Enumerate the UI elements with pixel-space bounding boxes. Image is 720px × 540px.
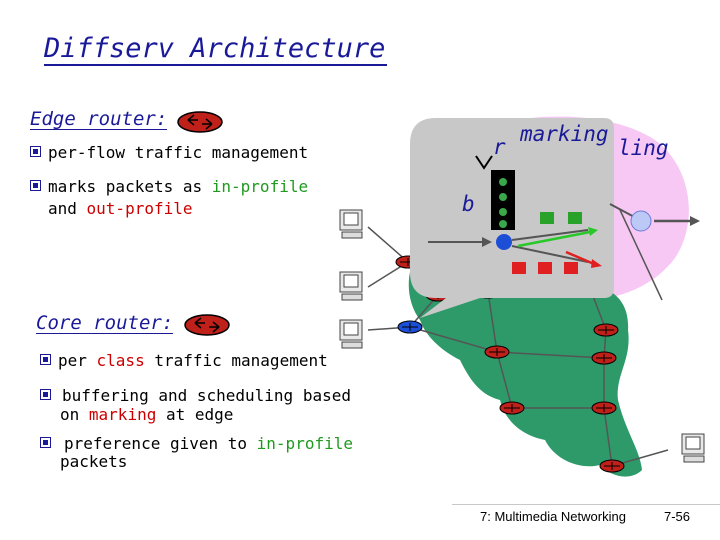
in-profile-packet bbox=[568, 212, 582, 224]
in-profile-text: in-profile bbox=[211, 177, 309, 196]
router-icon[interactable] bbox=[591, 351, 617, 365]
meter-node bbox=[496, 234, 512, 250]
footer-slide-number: 7-56 bbox=[664, 509, 691, 524]
bullet-box-icon bbox=[40, 389, 51, 400]
classifier-node bbox=[630, 210, 652, 232]
out-profile-packet bbox=[538, 262, 552, 274]
edge-bullet-2-prefix: marks packets as bbox=[48, 177, 212, 196]
core-bullet-2-line2-prefix: on bbox=[60, 405, 89, 424]
core-bullet-2-line1: buffering and scheduling based bbox=[62, 386, 351, 405]
router-icon bbox=[184, 314, 230, 336]
footer-divider bbox=[452, 504, 720, 505]
router-icon[interactable] bbox=[593, 323, 619, 337]
in-profile-packet bbox=[540, 212, 554, 224]
bullet-box-icon bbox=[40, 354, 51, 365]
host-computer-icon[interactable] bbox=[339, 319, 363, 349]
token-bucket-icon bbox=[475, 155, 515, 230]
host-computer-icon[interactable] bbox=[681, 433, 705, 463]
edge-bullet-2-line2-prefix: and bbox=[48, 199, 87, 218]
bullet-box-icon bbox=[30, 146, 41, 157]
core-bullet-2: buffering and scheduling based on markin… bbox=[40, 386, 370, 426]
marking-text: marking bbox=[88, 405, 157, 424]
out-profile-text: out-profile bbox=[86, 199, 193, 218]
edge-bullet-1-text: per-flow traffic management bbox=[48, 143, 309, 162]
router-icon bbox=[177, 111, 223, 133]
core-bullet-1-suffix: traffic management bbox=[144, 351, 328, 370]
core-bullet-1-prefix: per bbox=[58, 351, 97, 370]
footer-course-title: 7: Multimedia Networking bbox=[480, 509, 626, 524]
arrow-icon bbox=[428, 237, 492, 247]
host-computer-icon[interactable] bbox=[339, 271, 363, 301]
callout-label-b: b bbox=[462, 192, 475, 216]
out-profile-packet bbox=[564, 262, 578, 274]
router-icon[interactable] bbox=[499, 401, 525, 415]
router-icon[interactable] bbox=[599, 459, 625, 473]
out-profile-packet bbox=[512, 262, 526, 274]
in-profile-text: in-profile bbox=[256, 434, 353, 453]
edge-bullet-1: per-flow traffic management bbox=[30, 143, 350, 163]
router-icon[interactable] bbox=[484, 345, 510, 359]
bullet-box-icon bbox=[30, 180, 41, 191]
core-bullet-3-line2: packets bbox=[60, 452, 128, 471]
host-computers bbox=[339, 209, 705, 463]
edge-router-heading: Edge router: bbox=[30, 108, 168, 130]
core-bullet-3: preference given to in-profile packets bbox=[40, 434, 370, 474]
router-icon[interactable] bbox=[397, 320, 423, 334]
arrow-icon bbox=[654, 216, 700, 226]
bullet-box-icon bbox=[40, 437, 51, 448]
core-bullet-3-prefix: preference given to bbox=[64, 434, 257, 453]
core-bullet-1: per class traffic management bbox=[40, 351, 360, 371]
core-bullet-2-line2-suffix: at edge bbox=[156, 405, 234, 424]
callout-label-marking: marking bbox=[520, 122, 609, 146]
router-icon[interactable] bbox=[591, 401, 617, 415]
callout-label-r: r bbox=[493, 135, 506, 159]
class-text: class bbox=[96, 351, 145, 370]
edge-bullet-2: marks packets as in-profile and out-prof… bbox=[30, 177, 350, 218]
host-computer-icon[interactable] bbox=[339, 209, 363, 239]
callout-label-ling: ling bbox=[618, 136, 669, 160]
slide-title: Diffserv Architecture bbox=[44, 33, 388, 66]
core-router-heading: Core router: bbox=[36, 312, 174, 334]
